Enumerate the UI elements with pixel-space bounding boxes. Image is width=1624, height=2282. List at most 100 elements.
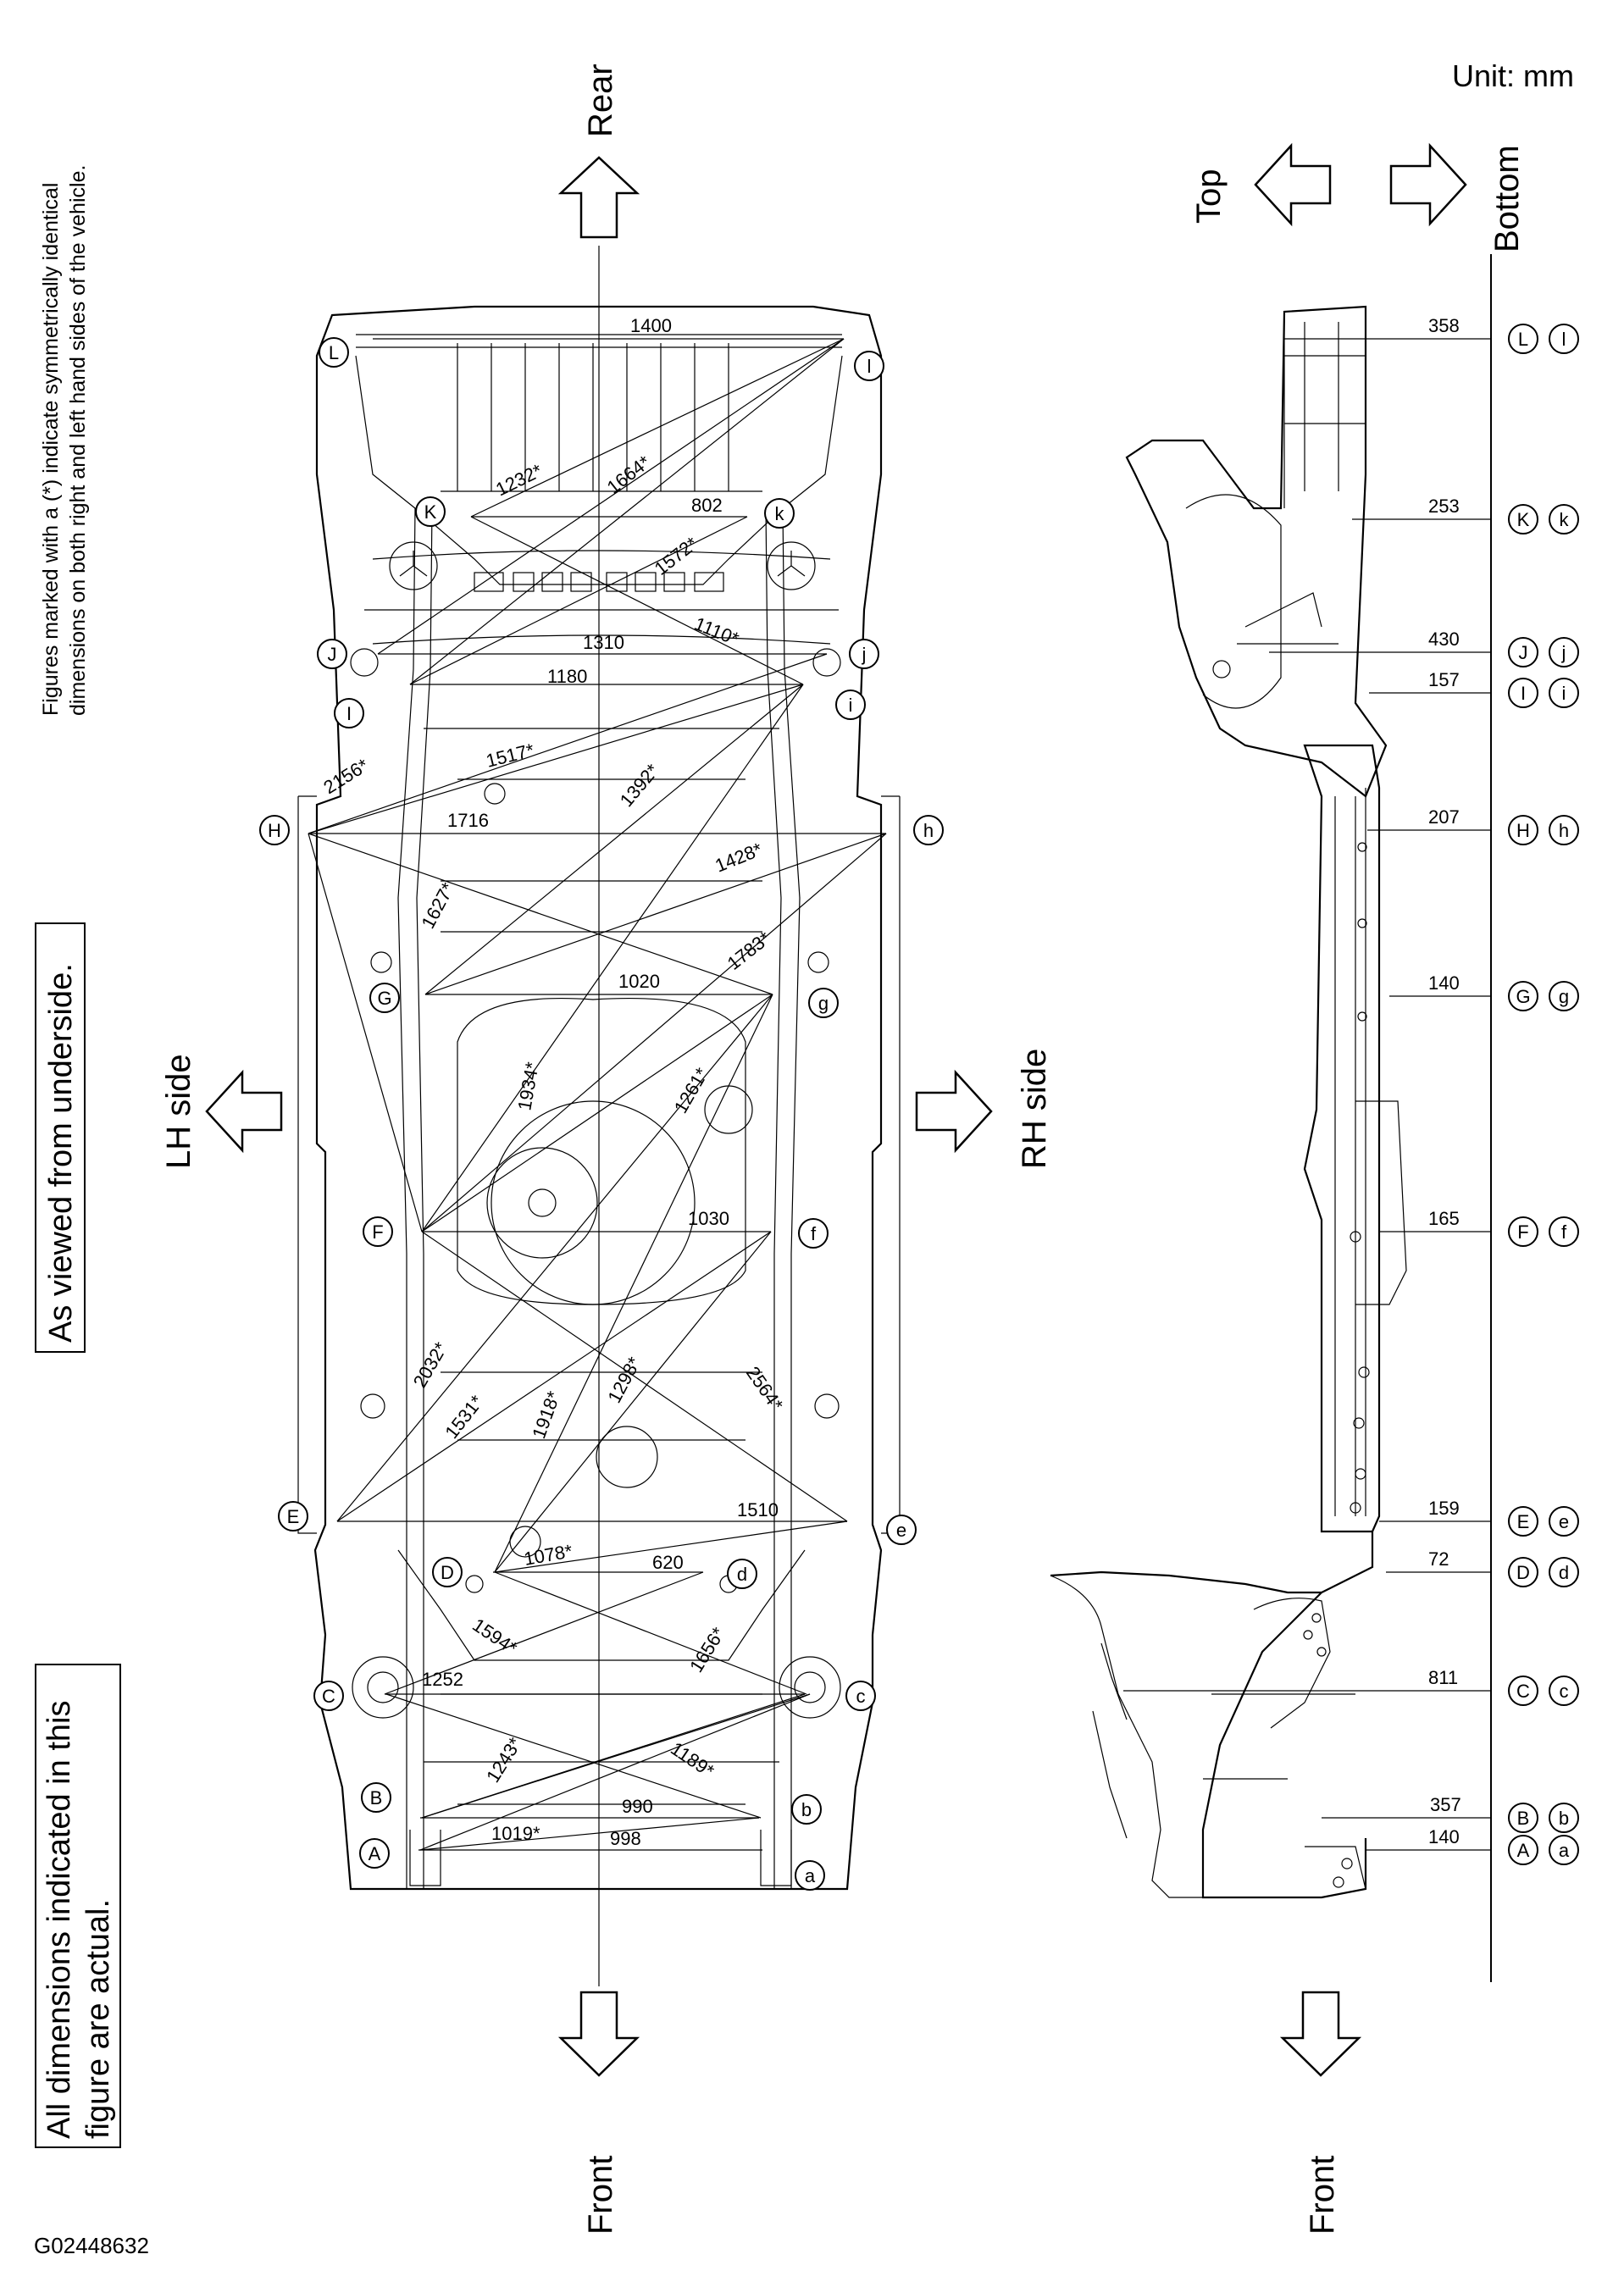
svg-text:b: b xyxy=(1559,1808,1569,1829)
dim-D-f: 1918* xyxy=(528,1388,564,1442)
svg-text:figure are actual.: figure are actual. xyxy=(80,1899,116,2139)
dim-C-c: 1252 xyxy=(422,1669,463,1690)
svg-text:e: e xyxy=(896,1520,906,1541)
lh-arrow-icon xyxy=(205,1069,283,1154)
svg-text:j: j xyxy=(862,644,867,665)
svg-text:J: J xyxy=(1519,642,1528,663)
front-arrow-icon xyxy=(557,1991,640,2077)
point-marker-J: J xyxy=(317,639,347,669)
rh-arrow-icon xyxy=(915,1069,993,1154)
side-view-point-markers: A a B b C c D d E e F f G g H h xyxy=(1508,324,1579,1865)
lh-label: LH side xyxy=(160,1054,197,1169)
svg-text:D: D xyxy=(1516,1562,1530,1583)
side-marker-G-g: G g xyxy=(1508,981,1579,1011)
svg-text:F: F xyxy=(1517,1221,1528,1243)
height-C: 811 xyxy=(1428,1667,1458,1688)
dim-E-e: 1510 xyxy=(737,1499,779,1520)
rear-label: Rear xyxy=(582,64,619,137)
point-marker-F: F xyxy=(363,1216,393,1247)
side-view-height-lines xyxy=(1123,338,1491,1851)
dim-E-g: 2032* xyxy=(409,1338,452,1392)
point-marker-c: c xyxy=(845,1681,876,1711)
svg-text:B: B xyxy=(1517,1808,1530,1829)
svg-text:D: D xyxy=(441,1562,454,1583)
dim-H-g: 1627* xyxy=(417,878,458,932)
svg-text:g: g xyxy=(1559,986,1569,1007)
svg-text:d: d xyxy=(1559,1562,1569,1583)
actual-dimensions-note: All dimensions indicated in this figure … xyxy=(35,1664,121,2148)
height-A: 140 xyxy=(1428,1826,1460,1847)
point-marker-i: i xyxy=(835,690,866,720)
height-H: 207 xyxy=(1428,806,1460,828)
point-marker-B: B xyxy=(361,1782,391,1813)
svg-text:E: E xyxy=(1517,1511,1530,1532)
dim-J-j: 1310 xyxy=(583,632,624,653)
side-marker-B-b: B b xyxy=(1508,1803,1579,1833)
point-marker-A: A xyxy=(359,1838,390,1869)
svg-text:I: I xyxy=(346,703,352,724)
svg-text:G: G xyxy=(1516,986,1530,1007)
point-marker-K: K xyxy=(415,496,446,527)
svg-text:d: d xyxy=(737,1564,747,1585)
height-D: 72 xyxy=(1428,1548,1449,1570)
side-marker-D-d: D d xyxy=(1508,1557,1579,1587)
svg-text:All dimensions indicated in th: All dimensions indicated in this xyxy=(42,1701,77,2140)
bottom-arrow-icon xyxy=(1389,142,1467,227)
svg-text:f: f xyxy=(811,1223,817,1244)
svg-text:h: h xyxy=(923,820,934,841)
side-marker-H-h: H h xyxy=(1508,815,1579,845)
dim-F-h: 1934* xyxy=(513,1060,543,1111)
point-marker-E: E xyxy=(278,1501,308,1531)
side-front-label: Front xyxy=(1304,2156,1341,2235)
point-marker-G: G xyxy=(369,983,400,1013)
point-marker-b: b xyxy=(791,1794,822,1825)
svg-text:i: i xyxy=(849,695,853,716)
side-marker-C-c: C c xyxy=(1508,1675,1579,1706)
point-marker-d: d xyxy=(727,1559,757,1589)
side-marker-F-f: F f xyxy=(1508,1216,1579,1247)
side-marker-I-i: I i xyxy=(1508,678,1579,708)
dim-F-g: 1261* xyxy=(670,1064,713,1117)
svg-text:a: a xyxy=(805,1865,816,1886)
svg-text:Figures marked with a (*) indi: Figures marked with a (*) indicate symme… xyxy=(39,183,63,716)
top-label: Top xyxy=(1190,169,1228,224)
svg-text:L: L xyxy=(1518,329,1528,350)
dim-I-i: 1180 xyxy=(547,666,587,687)
svg-text:E: E xyxy=(287,1506,300,1527)
svg-text:K: K xyxy=(1517,509,1530,530)
svg-text:k: k xyxy=(1560,509,1570,530)
height-E: 159 xyxy=(1428,1498,1460,1519)
point-marker-j: j xyxy=(849,639,879,669)
svg-text:e: e xyxy=(1559,1511,1569,1532)
svg-text:L: L xyxy=(329,342,339,363)
svg-text:g: g xyxy=(818,993,829,1014)
dim-D-d: 620 xyxy=(652,1552,684,1573)
dim-E-f: 1531* xyxy=(441,1391,487,1443)
point-marker-k: k xyxy=(764,498,795,529)
dim-G-i: 1428* xyxy=(712,839,766,877)
svg-text:l: l xyxy=(867,356,872,377)
side-marker-J-j: J j xyxy=(1508,637,1579,667)
bottom-label: Bottom xyxy=(1488,145,1526,252)
unit-label: Unit: mm xyxy=(1452,58,1574,93)
symmetry-note: Figures marked with a (*) indicate symme… xyxy=(39,165,90,716)
svg-text:b: b xyxy=(801,1799,812,1820)
dim-L-l: 1400 xyxy=(630,315,672,336)
dim-H-h: 1716 xyxy=(447,810,489,831)
svg-text:a: a xyxy=(1559,1840,1570,1861)
svg-text:F: F xyxy=(372,1221,383,1243)
dim-F-e: 2564* xyxy=(742,1363,788,1415)
svg-text:c: c xyxy=(856,1686,866,1707)
point-marker-g: g xyxy=(808,988,839,1018)
dim-K-k: 802 xyxy=(691,495,723,516)
svg-text:k: k xyxy=(775,503,785,524)
svg-text:j: j xyxy=(1561,642,1566,663)
svg-text:I: I xyxy=(1521,683,1526,704)
svg-text:c: c xyxy=(1560,1681,1569,1702)
height-L: 358 xyxy=(1428,315,1460,336)
height-G: 140 xyxy=(1428,972,1460,994)
bottom-view-dimension-labels: 998 990 1019* 1252 1243* 1189* 620 1078*… xyxy=(319,315,787,1849)
front-label: Front xyxy=(582,2156,619,2235)
figure-id: G02448632 xyxy=(34,2233,149,2258)
